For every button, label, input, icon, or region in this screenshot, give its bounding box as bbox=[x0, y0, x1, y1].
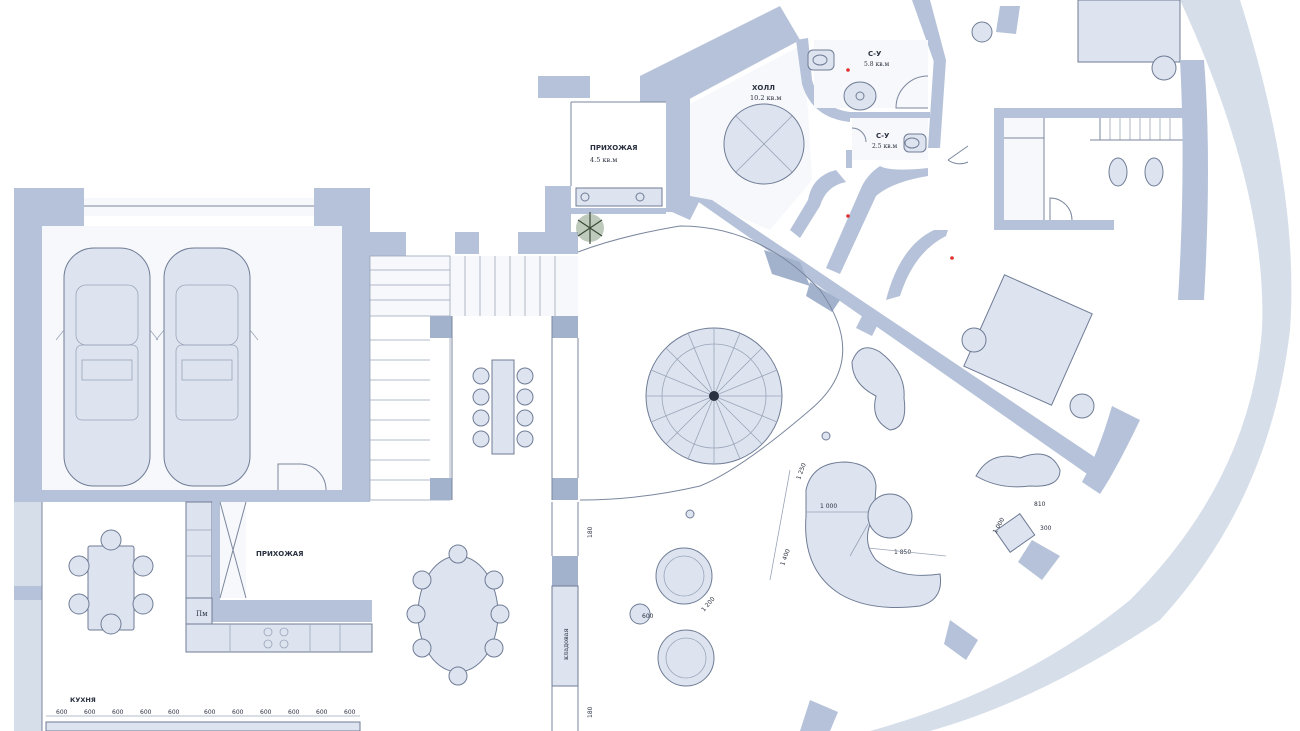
kitchen-name: КУХНЯ bbox=[70, 696, 96, 704]
dim-armchair-b: 300 bbox=[1040, 525, 1052, 532]
wc2-area: 2.5 кв.м bbox=[872, 143, 897, 150]
toilet-icon bbox=[1108, 157, 1164, 187]
bedroom-lower bbox=[886, 230, 1095, 419]
closet-label: кладовая bbox=[562, 628, 570, 660]
nightstand-icon bbox=[971, 21, 993, 43]
dim-sofa-b: 1 850 bbox=[894, 549, 911, 556]
door-swing-icon bbox=[277, 463, 327, 491]
dim-module: 600 bbox=[112, 709, 124, 716]
dim-module: 600 bbox=[316, 709, 328, 716]
entry-lower-name: ПРИХОЖАЯ bbox=[256, 550, 304, 558]
outer-curved-wall bbox=[800, 0, 1292, 731]
wc2-name: С-У bbox=[876, 132, 890, 140]
dim-module: 600 bbox=[84, 709, 96, 716]
toilet-icon bbox=[807, 49, 835, 71]
closet-icon bbox=[551, 585, 579, 687]
dim-opening-b: 180 bbox=[587, 706, 594, 718]
hall-room: ХОЛЛ 10.2 кв.м bbox=[640, 6, 812, 230]
garage-wall-left bbox=[14, 188, 42, 500]
bench-icon bbox=[575, 187, 663, 207]
dining-table-icon bbox=[472, 359, 534, 455]
armchair-icon bbox=[994, 513, 1036, 553]
cabinet-icon bbox=[185, 501, 213, 599]
entry-upper-room: ПРИХОЖАЯ 4.5 кв.м bbox=[538, 76, 690, 252]
kitchen-area: ПРИХОЖАЯ Пм КУХНЯ 600 600 600 600 600 60… bbox=[14, 501, 594, 731]
dim-module: 600 bbox=[260, 709, 272, 716]
dim-module: 600 bbox=[288, 709, 300, 716]
dim-armchair-a: 810 bbox=[1034, 501, 1046, 508]
nightstand-icon bbox=[1069, 393, 1095, 419]
dim-module: 600 bbox=[168, 709, 180, 716]
dim-module: 600 bbox=[204, 709, 216, 716]
door-swing-icon bbox=[1049, 197, 1073, 221]
nightstand-icon bbox=[1151, 55, 1177, 81]
dim-sofa-d: 1 400 bbox=[779, 548, 792, 567]
car-icon bbox=[155, 247, 259, 487]
plant-icon bbox=[576, 212, 604, 244]
door-swing-icon bbox=[947, 145, 969, 165]
dining-table-icon bbox=[68, 529, 154, 635]
marker-icon bbox=[846, 68, 850, 72]
garage-wall-bottom bbox=[14, 490, 370, 502]
wc1-area: 5.8 кв.м bbox=[864, 61, 889, 68]
wc1-room: С-У 5.8 кв.м bbox=[796, 0, 946, 148]
garage-wall-right bbox=[342, 188, 370, 500]
stair-icon bbox=[369, 255, 556, 501]
garage bbox=[14, 188, 370, 502]
bed-icon bbox=[1077, 0, 1181, 63]
dim-module: 600 bbox=[232, 709, 244, 716]
toilet-icon bbox=[903, 133, 927, 153]
marker-icon bbox=[846, 214, 850, 218]
dim-module: 600 bbox=[344, 709, 356, 716]
stair-block bbox=[369, 232, 579, 501]
bedroom-top bbox=[971, 0, 1181, 81]
dim-chair-b: 600 bbox=[642, 613, 654, 620]
hall-area: 10.2 кв.м bbox=[750, 94, 781, 102]
entry-upper-name: ПРИХОЖАЯ bbox=[590, 144, 638, 152]
sink-icon bbox=[843, 81, 877, 111]
corridor bbox=[790, 145, 969, 274]
nightstand-icon bbox=[961, 327, 987, 353]
marker-icon bbox=[950, 256, 954, 260]
bed-icon bbox=[963, 274, 1093, 406]
entry-upper-area: 4.5 кв.м bbox=[590, 156, 617, 164]
lower-cabinet-icon bbox=[45, 721, 361, 731]
dim-sofa-c: 1 250 bbox=[795, 462, 808, 481]
side-table-icon bbox=[629, 603, 651, 625]
car-icon bbox=[55, 247, 159, 487]
right-wc bbox=[994, 108, 1186, 230]
oval-table-icon bbox=[406, 544, 510, 686]
lounge-chair-icon bbox=[975, 453, 1061, 488]
sofa-icon bbox=[805, 461, 942, 608]
dim-module: 600 bbox=[56, 709, 68, 716]
dim-opening-a: 180 bbox=[587, 526, 594, 538]
armchair-icon bbox=[657, 629, 715, 687]
armchair-icon bbox=[655, 547, 713, 605]
garage-door-opening bbox=[84, 198, 314, 216]
door-swing-icon bbox=[895, 75, 929, 109]
appliance-label: Пм bbox=[196, 610, 208, 618]
coffee-table-icon bbox=[867, 493, 913, 539]
wc1-name: С-У bbox=[868, 50, 882, 58]
dim-chair-a: 1 200 bbox=[700, 595, 717, 613]
lounge-chair-icon bbox=[851, 347, 906, 431]
dim-module: 600 bbox=[140, 709, 152, 716]
kitchen-counter-icon bbox=[185, 623, 373, 653]
hall-name: ХОЛЛ bbox=[752, 84, 775, 92]
living-room: 1 000 1 850 1 250 1 400 600 1 200 810 30… bbox=[577, 225, 1061, 687]
door-swing-icon bbox=[851, 127, 867, 143]
wc2-room: С-У 2.5 кв.м bbox=[846, 112, 930, 168]
spiral-stair-icon bbox=[645, 327, 783, 465]
dim-sofa-a: 1 000 bbox=[820, 503, 837, 510]
